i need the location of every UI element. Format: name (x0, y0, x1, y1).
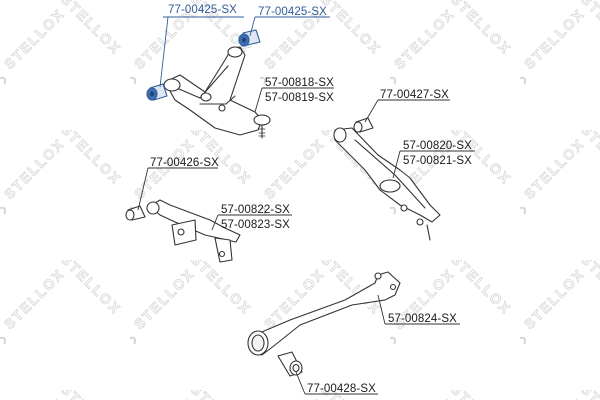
bushing-77-00425-right-icon (238, 29, 261, 47)
label-57-00819[interactable]: 57-00819-SX (265, 92, 334, 104)
label-77-00425-left[interactable]: 77-00425-SX (168, 4, 237, 16)
label-57-00820[interactable]: 57-00820-SX (403, 140, 472, 152)
trailing-arm-icon (247, 271, 401, 356)
label-57-00821[interactable]: 57-00821-SX (403, 155, 472, 167)
label-77-00428[interactable]: 77-00428-SX (307, 383, 376, 395)
label-57-00823[interactable]: 57-00823-SX (221, 219, 290, 231)
label-57-00818[interactable]: 57-00818-SX (265, 77, 334, 89)
bushing-77-00426-icon (125, 205, 146, 221)
bushing-77-00428-icon (277, 351, 303, 377)
bushing-77-00425-left-icon (146, 83, 168, 101)
lower-control-arm-icon (333, 127, 441, 241)
upper-control-arm-icon (163, 46, 271, 139)
label-77-00427[interactable]: 77-00427-SX (380, 89, 449, 101)
label-57-00822[interactable]: 57-00822-SX (221, 204, 290, 216)
toe-link-icon (146, 199, 241, 263)
label-77-00426[interactable]: 77-00426-SX (150, 157, 219, 169)
label-57-00824[interactable]: 57-00824-SX (388, 313, 457, 325)
bushing-77-00427-icon (353, 117, 374, 133)
label-77-00425-right[interactable]: 77-00425-SX (258, 6, 327, 18)
